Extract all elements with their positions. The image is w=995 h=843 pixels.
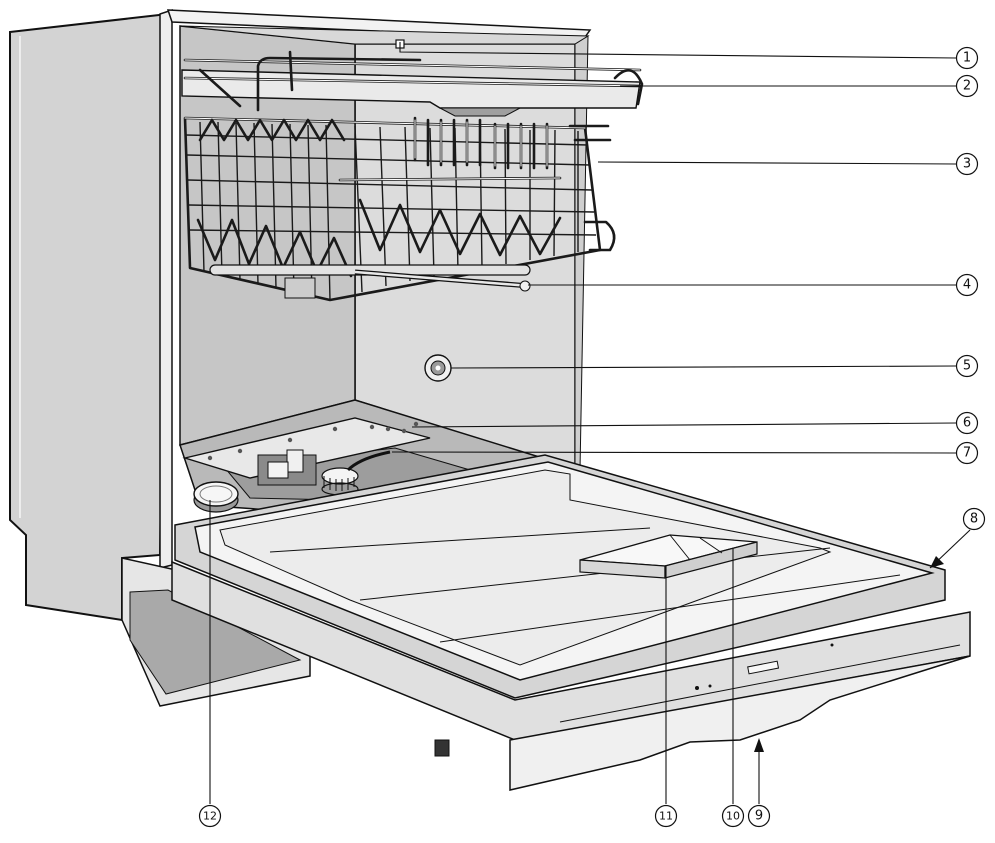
callouts bbox=[198, 46, 986, 828]
callout-labels: 1 2 3 4 5 6 7 8 9 10 11 12 bbox=[203, 51, 978, 824]
callout-2-circle bbox=[955, 74, 979, 98]
salt-container bbox=[193, 481, 239, 513]
filter-assembly bbox=[257, 449, 391, 496]
callout-4-label: 4 bbox=[963, 278, 971, 293]
callout-9-circle bbox=[747, 804, 771, 828]
back-wall-nozzle bbox=[424, 354, 452, 382]
door-bottom-face bbox=[509, 655, 971, 791]
spray-arm-holes bbox=[207, 421, 419, 461]
callout-8-circle bbox=[962, 507, 986, 531]
callout-1-circle bbox=[955, 46, 979, 70]
callout-7-label: 7 bbox=[963, 446, 971, 461]
callout-5-circle bbox=[955, 354, 979, 378]
callout-12-circle bbox=[198, 804, 222, 828]
callout-3-label: 3 bbox=[963, 157, 971, 172]
callout-11-label: 11 bbox=[659, 810, 673, 823]
callout-9-label: 9 bbox=[755, 809, 763, 824]
callout-3-circle bbox=[955, 152, 979, 176]
cutlery-tray bbox=[181, 50, 644, 117]
cabinet-front-frame bbox=[159, 8, 173, 569]
callout-8-label: 8 bbox=[970, 512, 978, 527]
callout-1-label: 1 bbox=[963, 51, 971, 66]
callout-6-label: 6 bbox=[963, 416, 971, 431]
callout-2-label: 2 bbox=[963, 79, 971, 94]
callout-7-circle bbox=[955, 441, 979, 465]
callout-6-circle bbox=[955, 411, 979, 435]
detergent-dispenser bbox=[579, 534, 758, 579]
callout-11-circle bbox=[654, 804, 678, 828]
cabinet bbox=[9, 8, 592, 707]
door bbox=[171, 454, 971, 791]
upper-spray-arm bbox=[209, 264, 531, 299]
callout-12-label: 12 bbox=[203, 810, 217, 823]
callout-10-circle bbox=[721, 804, 745, 828]
tub-ceiling bbox=[179, 25, 590, 45]
leader-lines bbox=[209, 42, 971, 804]
callout-5-label: 5 bbox=[963, 359, 971, 374]
callout-4-circle bbox=[955, 273, 979, 297]
callout-10-label: 10 bbox=[726, 810, 740, 823]
floor-shadow bbox=[129, 589, 302, 695]
cabinet-side-panel bbox=[9, 12, 170, 622]
lower-spray-arm bbox=[182, 417, 431, 479]
